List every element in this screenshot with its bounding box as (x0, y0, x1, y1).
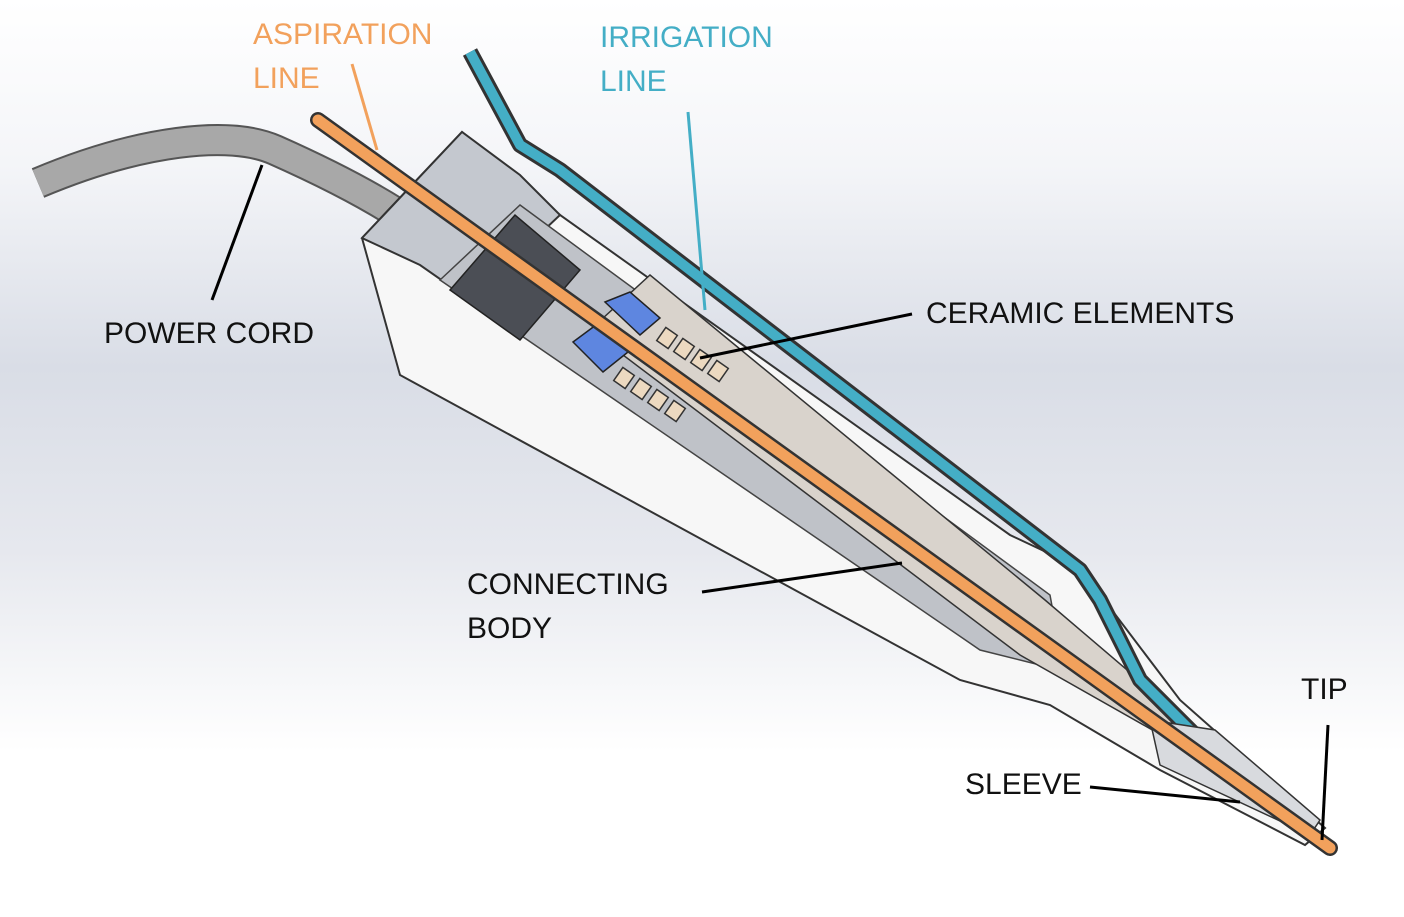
leader-aspiration (350, 63, 379, 151)
label-power-cord-text: POWER CORD (104, 317, 314, 350)
label-tip-text: TIP (1301, 673, 1348, 706)
label-irrigation-line: IRRIGATION LINE (600, 16, 773, 104)
leader-sleeve (1089, 785, 1241, 804)
label-irrigation-line-2: LINE (600, 65, 667, 98)
label-connecting-body-1: CONNECTING (467, 568, 669, 601)
label-sleeve: SLEEVE (965, 763, 1082, 807)
label-connecting-body-2: BODY (467, 612, 553, 645)
label-aspiration-line-1: ASPIRATION (253, 18, 433, 51)
label-irrigation-line-1: IRRIGATION (600, 21, 773, 54)
label-connecting-body: CONNECTING BODY (467, 563, 669, 651)
label-ceramic-elements-text: CERAMIC ELEMENTS (926, 297, 1235, 330)
power-cord-fill (32, 126, 403, 224)
leader-ceramic (699, 312, 913, 360)
label-ceramic-elements: CERAMIC ELEMENTS (926, 292, 1234, 336)
label-tip: TIP (1301, 668, 1348, 712)
label-power-cord: POWER CORD (104, 312, 314, 356)
leader-connecting-body (701, 561, 903, 594)
ceramic-stack-upper (655, 326, 730, 383)
leader-tip (1320, 724, 1330, 841)
aspiration-line-fill (312, 114, 1336, 854)
label-aspiration-line-2: LINE (253, 62, 320, 95)
leader-irrigation (686, 111, 707, 311)
label-sleeve-text: SLEEVE (965, 768, 1082, 801)
leader-power-cord (210, 164, 264, 301)
blue-electrode-upper (603, 291, 662, 337)
label-aspiration-line: ASPIRATION LINE (253, 13, 432, 101)
ceramic-stack-lower (612, 366, 687, 423)
